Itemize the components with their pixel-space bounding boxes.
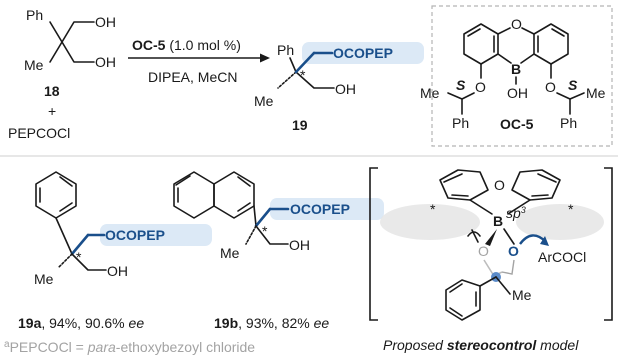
reaction-arrow: OC-5 (1.0 mol %) DIPEA, MeCN — [128, 37, 270, 85]
model-sp: sp — [506, 205, 521, 221]
model-boron: B — [493, 213, 503, 229]
model-caption-pre: Proposed — [383, 337, 447, 353]
catalyst-me-right: Me — [586, 85, 606, 101]
model-caption-bold: stereocontrol — [447, 337, 538, 353]
ex19b-yield: , 93%, 82% — [238, 315, 314, 331]
prod-stereo-star: * — [300, 67, 306, 83]
model-caption-post: model — [536, 337, 579, 353]
svg-text:OC-5 (1.0 mol %): OC-5 (1.0 mol %) — [132, 37, 241, 53]
ex19a-ester: OCOPEP — [105, 227, 165, 243]
catalyst-o-left: O — [475, 79, 486, 95]
model-o-reactive: O — [508, 243, 519, 259]
ex19b-star: * — [262, 223, 268, 239]
ex19b-me: Me — [220, 245, 240, 261]
model-sp-sup: 3 — [521, 205, 526, 215]
catalyst-o-top: O — [511, 16, 522, 32]
catalyst-oc5-box: O B OH O Me Ph S O Me Ph S OC-5 — [420, 5, 613, 147]
prod-me-label: Me — [254, 93, 274, 109]
ex19b-id: 19b — [214, 315, 238, 331]
ex19b-ester: OCOPEP — [290, 201, 350, 217]
model-me: Me — [512, 287, 532, 303]
catalyst-ph-left: Ph — [452, 115, 469, 131]
sm-me-label: Me — [24, 57, 44, 73]
plus-sign: + — [48, 103, 56, 119]
catalyst-oh: OH — [507, 85, 528, 101]
model-o-top: O — [494, 177, 505, 193]
prod-ester-label: OCOPEP — [333, 45, 393, 61]
catalyst-o-right: O — [545, 79, 556, 95]
catalyst-loading: (1.0 mol %) — [165, 37, 240, 53]
prod-compound-number: 19 — [292, 117, 308, 133]
catalyst-s-right: S — [568, 77, 578, 93]
footnote-pre: PEPCOCl = — [10, 339, 88, 355]
catalyst-s-left: S — [456, 77, 466, 93]
prod-oh-label: OH — [335, 81, 356, 97]
sm-oh-top-label: OH — [95, 14, 116, 30]
stereocontrol-model: O B sp3 * * O O ArCOCl Me Proposed ster — [369, 167, 613, 353]
model-star-right: * — [568, 201, 574, 217]
reagent-label: PEPCOCl — [8, 125, 70, 141]
ex19a-oh: OH — [107, 263, 128, 279]
ex19a-me: Me — [34, 271, 54, 287]
ex19a-yield: , 94%, 90.6% — [41, 315, 128, 331]
svg-text:19b, 93%, 82% ee: 19b, 93%, 82% ee — [214, 315, 329, 331]
prod-ph-label: Ph — [277, 42, 294, 58]
footnote-post: -ethoxybezoyl chloride — [116, 339, 256, 355]
ex19a-id: 19a — [18, 315, 42, 331]
example-19a: OCOPEP Me OH * 19a, 94%, 90.6% ee — [18, 171, 212, 331]
ex19a-star: * — [76, 249, 82, 265]
svg-text:Proposed stereocontrol model: Proposed stereocontrol model — [383, 337, 579, 353]
model-star-left: * — [430, 201, 436, 217]
catalyst-me-left: Me — [420, 85, 440, 101]
ex19b-oh: OH — [289, 237, 310, 253]
ex19a-ee: ee — [129, 315, 145, 331]
catalyst-label: OC-5 — [500, 116, 534, 132]
ex19b-ee: ee — [314, 315, 330, 331]
starting-material-18: Ph Me OH OH 18 + PEPCOCl — [8, 7, 116, 141]
svg-text:aPEPCOCl = para-ethoxybezoyl c: aPEPCOCl = para-ethoxybezoyl chloride — [4, 339, 255, 355]
catalyst-ph-right: Ph — [560, 115, 577, 131]
sm-compound-number: 18 — [44, 83, 60, 99]
product-19: Ph Me OCOPEP OH * 19 — [254, 42, 424, 133]
footnote-sup: a — [4, 339, 10, 350]
catalyst-boron: B — [511, 61, 521, 77]
model-reagent: ArCOCl — [538, 249, 586, 265]
example-19b: OCOPEP Me OH * 19b, 93%, 82% ee — [173, 171, 384, 331]
ester-highlight — [302, 42, 424, 64]
svg-text:19a, 94%, 90.6% ee: 19a, 94%, 90.6% ee — [18, 315, 144, 331]
footnote: aPEPCOCl = para-ethoxybezoyl chloride — [4, 339, 255, 355]
sm-ph-label: Ph — [26, 7, 43, 23]
model-o-faded: O — [478, 243, 489, 259]
catalyst-name: OC-5 — [132, 37, 166, 53]
svg-text:sp3: sp3 — [506, 205, 526, 221]
conditions-label: DIPEA, MeCN — [148, 69, 237, 85]
footnote-italic: para — [87, 339, 116, 355]
sm-oh-bottom-label: OH — [95, 54, 116, 70]
